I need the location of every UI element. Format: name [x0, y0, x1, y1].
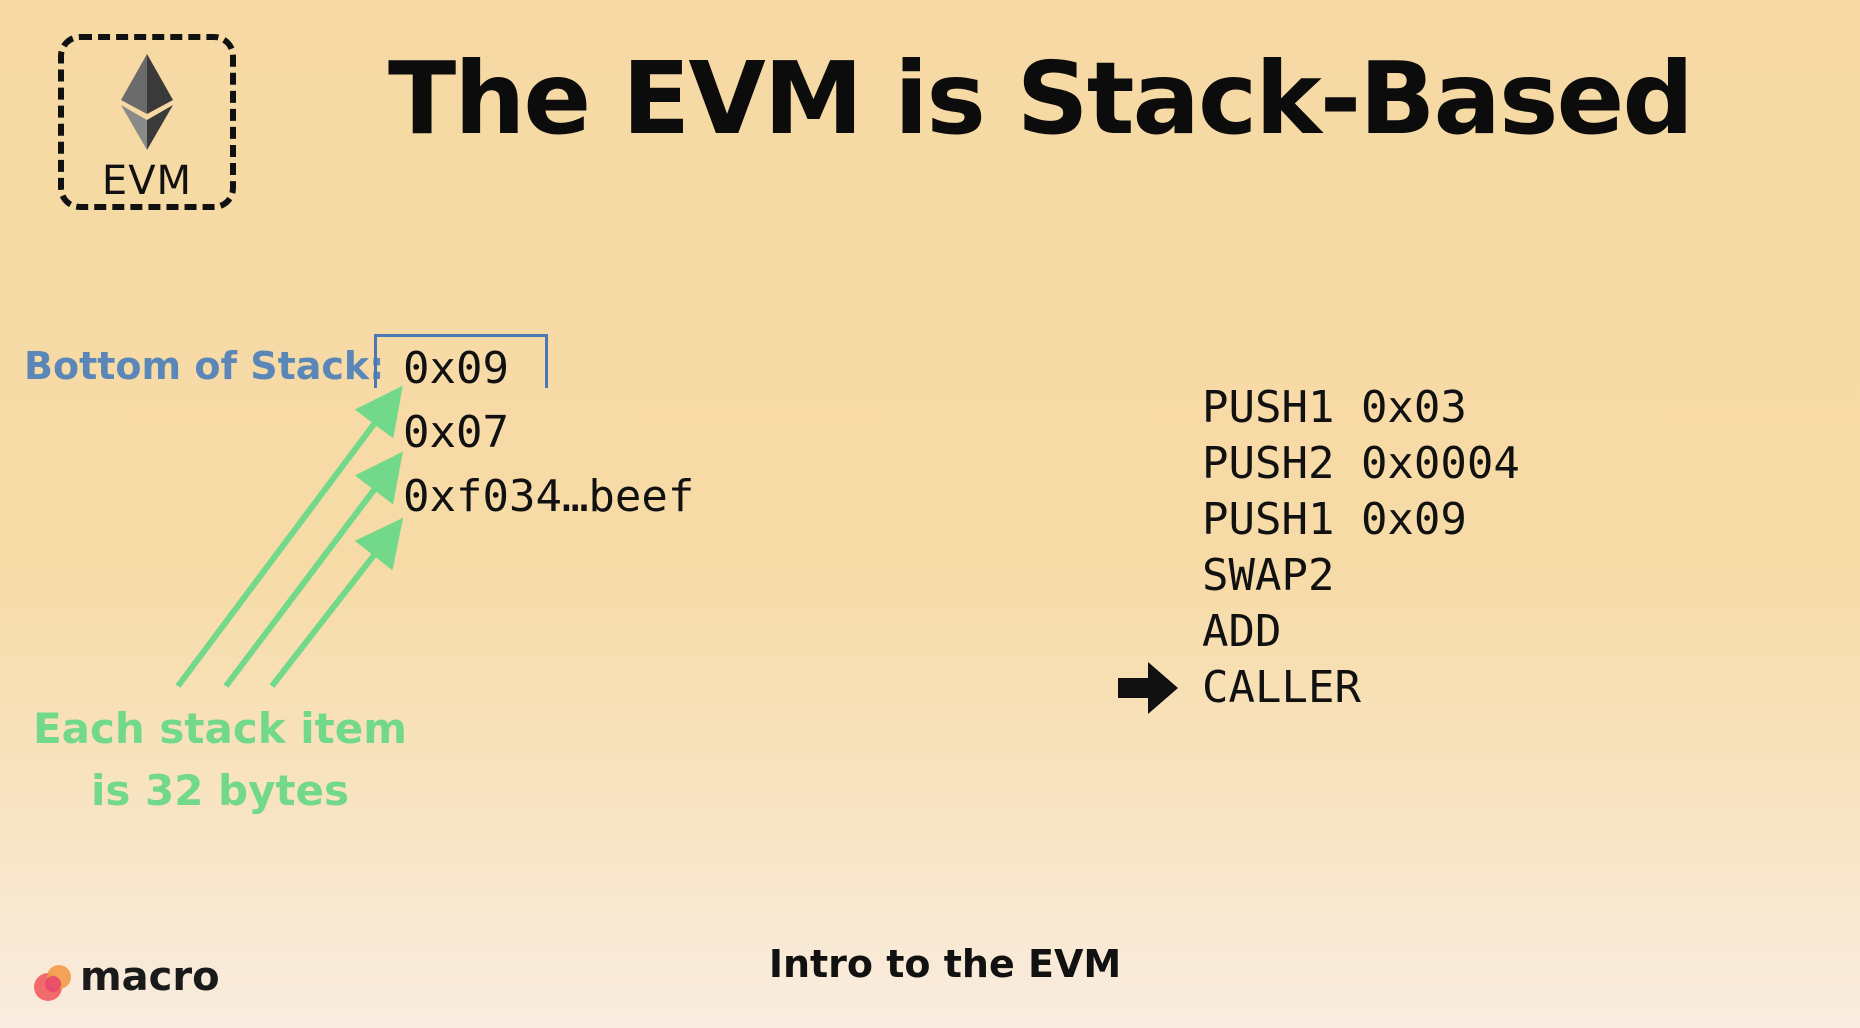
stack-arrow-2 — [223, 451, 403, 688]
stack-item-3: 0xf034…beef — [403, 471, 695, 522]
evm-logo-label: EVM — [101, 158, 193, 204]
code-line-5: ADD — [1202, 606, 1282, 657]
caption-line-1: Each stack item — [32, 704, 408, 753]
code-line-1: PUSH1 0x03 — [1202, 382, 1467, 433]
evm-logo: EVM — [58, 34, 236, 210]
bytecode-listing: PUSH1 0x03 PUSH2 0x0004 PUSH1 0x09 SWAP2… — [1202, 380, 1520, 716]
stack-item-2: 0x07 — [403, 407, 509, 458]
macro-brand-name: macro — [80, 954, 220, 1000]
bottom-of-stack-label: Bottom of Stack: — [24, 344, 385, 388]
slide-footer: Intro to the EVM — [768, 942, 1122, 986]
code-line-2: PUSH2 0x0004 — [1202, 438, 1520, 489]
stack-arrows — [175, 385, 404, 688]
code-line-4: SWAP2 — [1202, 550, 1335, 601]
caption-line-2: is 32 bytes — [90, 766, 350, 815]
ethereum-icon — [121, 54, 173, 150]
stack-bottom-bracket — [374, 334, 548, 388]
stack-item-1: 0x09 — [403, 343, 509, 394]
macro-logo-icon — [34, 965, 71, 1001]
right-arrow-icon — [1118, 662, 1178, 714]
code-line-6: CALLER — [1202, 662, 1361, 713]
code-line-3: PUSH1 0x09 — [1202, 494, 1467, 545]
stack-arrow-1 — [175, 385, 403, 688]
stack-item-caption: Each stack item is 32 bytes — [30, 698, 410, 822]
slide-title: The EVM is Stack-Based — [388, 40, 1694, 157]
stack-arrow-3 — [269, 517, 404, 688]
